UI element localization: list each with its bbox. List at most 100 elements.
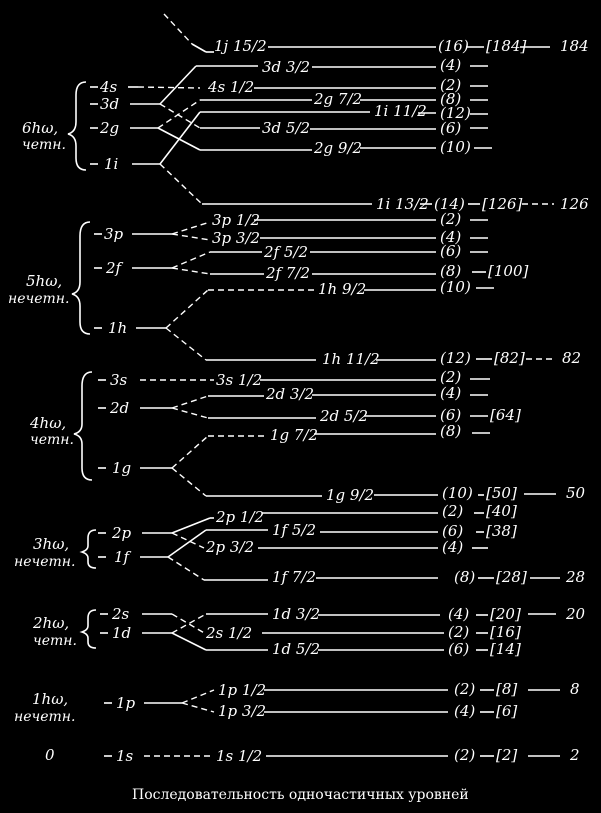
- sublevel-count: (10): [440, 278, 471, 296]
- brace-6: [67, 81, 87, 171]
- sublevel-1h11-2: 1h 11/2: [322, 350, 380, 368]
- group-6-parity: четн.: [22, 137, 66, 153]
- sublevels: 1j 15/2 (16) [184] 184 3d 3/2 (4) 4s 1/2…: [196, 37, 589, 765]
- sublevel-1f5-2: 1f 5/2: [272, 521, 316, 539]
- sublevel-3p3-2: 3p 3/2: [212, 229, 260, 247]
- group-5-parity: нечетн.: [8, 291, 69, 307]
- sublevel-3p1-2: 3p 1/2: [212, 211, 260, 229]
- brace-3: [79, 529, 97, 569]
- sublevel-count: (6): [440, 406, 461, 424]
- group-4-energy: 4hω,: [29, 414, 66, 432]
- sublevel-count: (4): [442, 538, 463, 556]
- level-1s: 1s: [116, 747, 134, 765]
- sublevel-total: [14]: [490, 640, 521, 658]
- group-2-parity: четн.: [33, 633, 77, 649]
- brace-2: [79, 609, 97, 649]
- magic-number: 2: [569, 746, 580, 764]
- brace-5: [71, 221, 91, 335]
- sublevel-2d3-2: 2d 3/2: [265, 385, 314, 403]
- sublevel-count: (8): [454, 568, 475, 586]
- level-3p: 3p: [104, 225, 124, 243]
- sublevel-total: [2]: [496, 746, 517, 764]
- sublevel-1i13-2: 1i 13/2: [376, 195, 429, 213]
- principal-levels: 4s 3d 2g 1i 3p 2f 1h 3s 2d 1g 2p 1f 2s 1…: [90, 78, 136, 765]
- group-4-parity: четн.: [30, 432, 74, 448]
- sublevel-1d5-2: 1d 5/2: [272, 640, 320, 658]
- level-2p: 2p: [111, 524, 132, 542]
- sublevel-total: [50]: [486, 484, 517, 502]
- sublevel-1d3-2: 1d 3/2: [272, 605, 320, 623]
- level-1h: 1h: [108, 319, 127, 337]
- level-2d: 2d: [109, 399, 129, 417]
- level-4s: 4s: [99, 78, 118, 96]
- sublevel-total: [20]: [490, 605, 521, 623]
- sublevel-count: (2): [440, 76, 461, 94]
- sublevel-1i11-2: 1i 11/2: [374, 102, 427, 120]
- sublevel-total: [100]: [488, 262, 528, 280]
- split-connectors: [128, 13, 215, 757]
- sublevel-count: (12): [440, 104, 471, 122]
- level-1g: 1g: [112, 459, 131, 477]
- group-6-energy: 6hω,: [22, 119, 58, 137]
- sublevel-1g9-2: 1g 9/2: [326, 486, 374, 504]
- group-5-energy: 5hω,: [26, 272, 62, 290]
- sublevel-count: (2): [440, 368, 461, 386]
- sublevel-1f7-2: 1f 7/2: [272, 568, 316, 586]
- sublevel-count: (4): [440, 228, 461, 246]
- sublevel-2f7-2: 2f 7/2: [265, 264, 310, 282]
- sublevel-count: (14): [434, 195, 465, 213]
- sublevel-count: (10): [442, 484, 473, 502]
- sublevel-1g7-2: 1g 7/2: [270, 426, 318, 444]
- magic-number: 82: [562, 349, 581, 367]
- level-1i: 1i: [104, 155, 119, 173]
- level-2f: 2f: [105, 259, 124, 277]
- magic-number: 28: [565, 568, 585, 586]
- sublevel-2p1-2: 2p 1/2: [215, 508, 264, 526]
- sublevel-total: [16]: [490, 623, 521, 641]
- magic-number: 20: [565, 605, 586, 623]
- magic-number: 50: [566, 484, 586, 502]
- sublevel-2d5-2: 2d 5/2: [319, 407, 368, 425]
- sublevel-count: (8): [440, 422, 461, 440]
- sublevel-1p1-2: 1p 1/2: [218, 681, 266, 699]
- sublevel-count: (10): [440, 138, 471, 156]
- brace-4: [73, 371, 93, 481]
- sublevel-2g7-2: 2g 7/2: [313, 90, 362, 108]
- group-3-parity: нечетн.: [14, 554, 75, 570]
- sublevel-count: (2): [454, 746, 475, 764]
- sublevel-total: [8]: [496, 680, 517, 698]
- sublevel-1h9-2: 1h 9/2: [318, 280, 366, 298]
- group-1-parity: нечетн.: [14, 709, 75, 725]
- level-2s: 2s: [111, 605, 130, 623]
- group-2-energy: 2hω,: [32, 614, 69, 632]
- group-labels: 6hω, четн. 5hω, нечетн. 4hω, четн. 3hω, …: [8, 119, 77, 764]
- sublevel-count: (8): [440, 262, 461, 280]
- sublevel-count: (4): [440, 56, 461, 74]
- sublevel-3d5-2: 3d 5/2: [262, 119, 310, 137]
- sublevel-count: (4): [448, 605, 469, 623]
- sublevel-count: (6): [440, 242, 461, 260]
- sublevel-total: [38]: [486, 522, 517, 540]
- group-1-energy: 1hω,: [32, 690, 68, 708]
- level-3s: 3s: [110, 371, 128, 389]
- sublevel-4s1-2: 4s 1/2: [207, 78, 254, 96]
- level-1d: 1d: [112, 624, 131, 642]
- sublevel-3s1-2: 3s 1/2: [216, 371, 262, 389]
- group-braces: [67, 81, 97, 649]
- sublevel-count: (16): [438, 37, 469, 55]
- sublevel-count: (12): [440, 349, 471, 367]
- sublevel-2f5-2: 2f 5/2: [263, 243, 308, 261]
- sublevel-count: (2): [448, 623, 469, 641]
- sublevel-total: [126]: [482, 195, 522, 213]
- level-2g: 2g: [99, 119, 119, 137]
- magic-number: 126: [560, 195, 589, 213]
- level-1f: 1f: [114, 548, 132, 566]
- sublevel-total: [40]: [486, 502, 517, 520]
- figure-caption: Последовательность одночастичных уровней: [132, 787, 469, 803]
- sublevel-count: (6): [448, 640, 469, 658]
- sublevel-2g9-2: 2g 9/2: [313, 139, 362, 157]
- sublevel-count: (2): [440, 210, 461, 228]
- group-3-energy: 3hω,: [33, 535, 69, 553]
- sublevel-total: [28]: [496, 568, 527, 586]
